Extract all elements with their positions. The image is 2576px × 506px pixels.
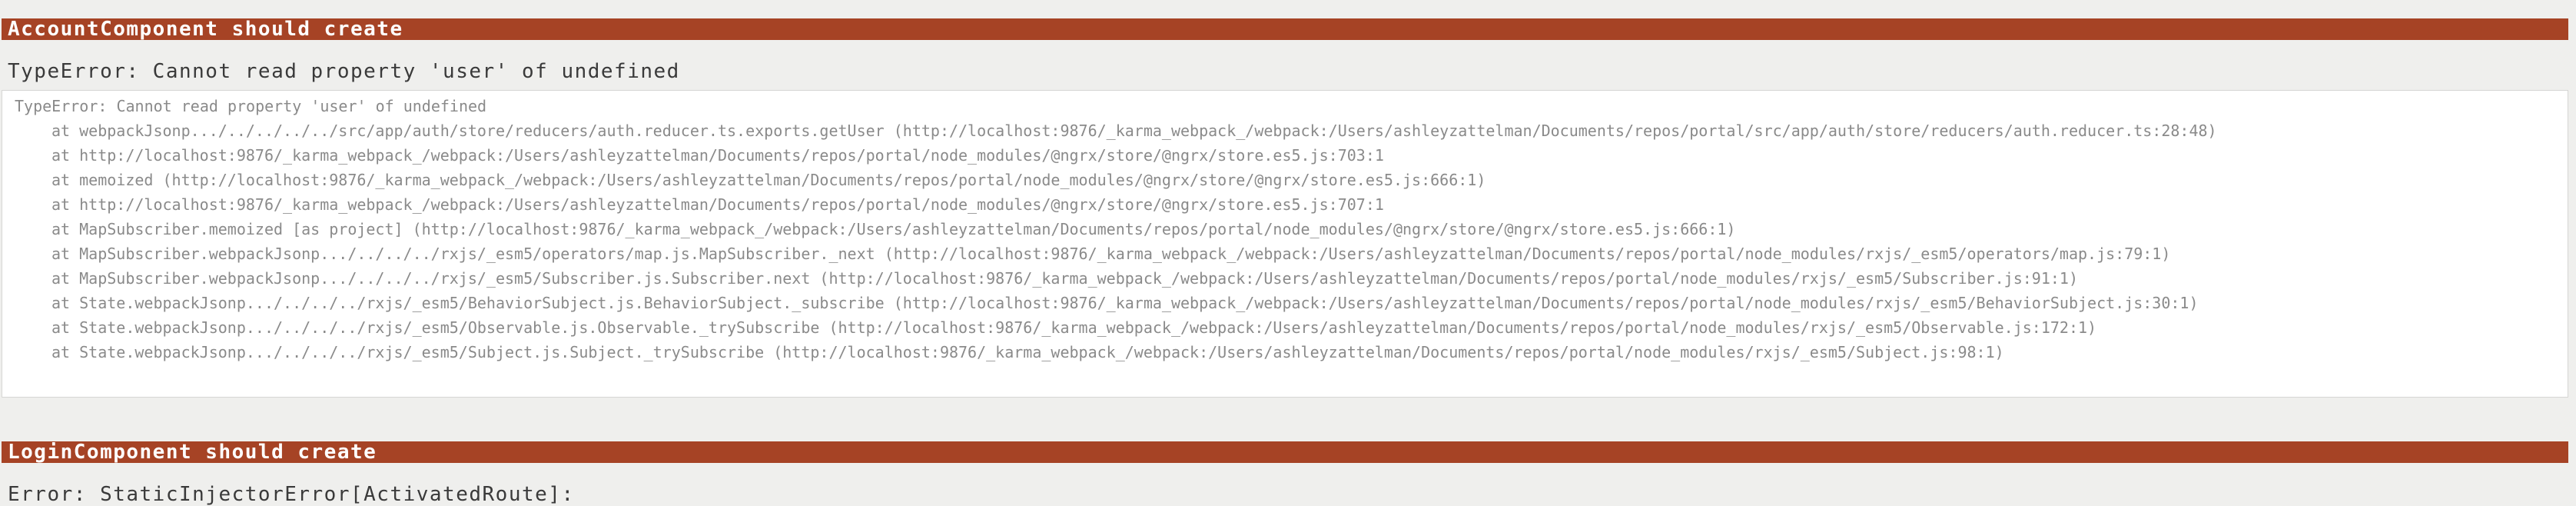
stack-frame-line: at MapSubscriber.webpackJsonp.../../../.… bbox=[51, 245, 2171, 263]
stack-frame-line: at MapSubscriber.webpackJsonp.../../../.… bbox=[51, 269, 2078, 288]
stack-frame-line: at http://localhost:9876/_karma_webpack_… bbox=[51, 195, 1384, 214]
stack-trace-box: TypeError: Cannot read property 'user' o… bbox=[2, 90, 2568, 398]
stack-frame-line: at State.webpackJsonp.../../../../rxjs/_… bbox=[51, 294, 2199, 312]
failed-suite-account-component: AccountComponent should create TypeError… bbox=[2, 18, 2568, 398]
stack-error-message: TypeError: Cannot read property 'user' o… bbox=[15, 97, 487, 115]
stack-frame-line: at MapSubscriber.memoized [as project] (… bbox=[51, 220, 1736, 238]
stack-trace-content: TypeError: Cannot read property 'user' o… bbox=[2, 91, 2568, 397]
suite-title-bar: LoginComponent should create bbox=[2, 441, 2568, 463]
stack-frame-line: at http://localhost:9876/_karma_webpack_… bbox=[51, 146, 1384, 165]
suite-title: AccountComponent should create bbox=[8, 18, 403, 41]
suite-title: LoginComponent should create bbox=[8, 441, 377, 464]
failed-suite-login-component: LoginComponent should create Error: Stat… bbox=[2, 441, 2568, 506]
suite-title-bar: AccountComponent should create bbox=[2, 18, 2568, 40]
error-message-heading: TypeError: Cannot read property 'user' o… bbox=[8, 60, 680, 83]
stack-frame-line: at memoized (http://localhost:9876/_karm… bbox=[51, 171, 1486, 189]
stack-frame-line: at State.webpackJsonp.../../../../rxjs/_… bbox=[51, 343, 2004, 361]
stack-frame-line: at webpackJsonp.../../../../../src/app/a… bbox=[51, 122, 2217, 140]
stack-frame-line: at State.webpackJsonp.../../../../rxjs/_… bbox=[51, 318, 2097, 337]
error-message-heading: Error: StaticInjectorError[ActivatedRout… bbox=[8, 483, 575, 506]
